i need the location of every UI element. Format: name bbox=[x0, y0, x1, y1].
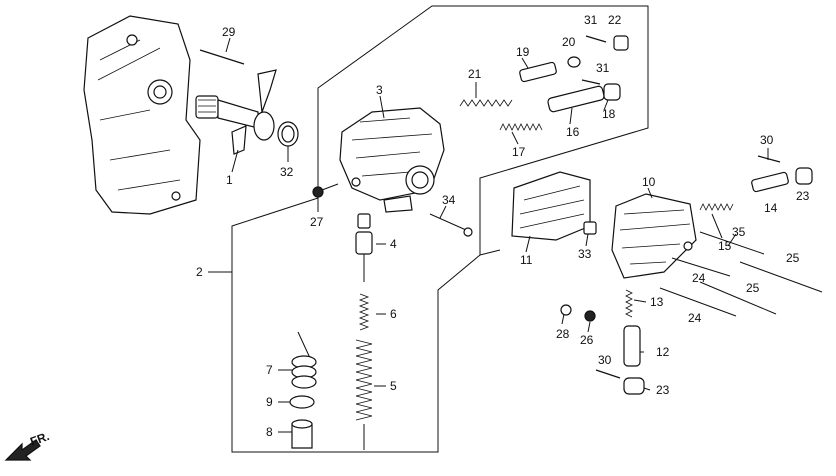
spring-15 bbox=[699, 203, 734, 211]
callout-26: 26 bbox=[580, 333, 594, 347]
callout-12: 12 bbox=[656, 345, 670, 359]
callout-13: 13 bbox=[650, 295, 664, 309]
main-valve-body bbox=[339, 107, 445, 213]
callout-8: 8 bbox=[266, 425, 273, 439]
bolt-34 bbox=[429, 213, 473, 237]
seal-9 bbox=[289, 395, 315, 409]
callout-14: 14 bbox=[764, 201, 778, 215]
valve-12 bbox=[623, 325, 641, 367]
callout-25b: 25 bbox=[746, 281, 760, 295]
cap-18 bbox=[603, 83, 621, 101]
callout-24a: 24 bbox=[692, 271, 706, 285]
front-direction-indicator: FR. bbox=[4, 429, 51, 461]
valve-body-cover bbox=[83, 15, 201, 215]
callout-22: 22 bbox=[608, 13, 622, 27]
pin-31a bbox=[585, 35, 607, 43]
callout-23b: 23 bbox=[656, 383, 670, 397]
bolt-24a bbox=[671, 257, 731, 277]
callout-10: 10 bbox=[642, 175, 656, 189]
spring-17 bbox=[499, 123, 543, 131]
pin-30-lower bbox=[595, 369, 621, 379]
assembly-outline bbox=[231, 5, 649, 453]
callout-32: 32 bbox=[280, 165, 294, 179]
callout-6: 6 bbox=[390, 307, 397, 321]
callout-19: 19 bbox=[516, 45, 530, 59]
callout-18: 18 bbox=[602, 107, 616, 121]
valve-19 bbox=[519, 61, 557, 83]
callout-28: 28 bbox=[556, 327, 570, 341]
washer-28 bbox=[560, 304, 572, 316]
assembly-outline-link bbox=[479, 249, 501, 256]
callout-23a: 23 bbox=[796, 189, 810, 203]
callout-30b: 30 bbox=[598, 353, 612, 367]
callout-21: 21 bbox=[468, 67, 482, 81]
retainer-20 bbox=[567, 56, 581, 68]
callout-numbers: 29 1 32 3 27 34 2 4 6 5 7 9 8 21 19 17 1… bbox=[196, 13, 810, 439]
callout-15: 15 bbox=[718, 239, 732, 253]
secondary-valve-body bbox=[611, 193, 697, 279]
callout-34: 34 bbox=[442, 193, 456, 207]
callout-20: 20 bbox=[562, 35, 576, 49]
spring-washer-7 bbox=[291, 331, 317, 389]
bolt-27 bbox=[312, 183, 339, 198]
bolt-26 bbox=[584, 310, 596, 322]
callout-31a: 31 bbox=[584, 13, 598, 27]
callout-33: 33 bbox=[578, 247, 592, 261]
pin-31b bbox=[581, 79, 601, 85]
callout-31b: 31 bbox=[596, 61, 610, 75]
callout-7: 7 bbox=[266, 363, 273, 377]
callout-16: 16 bbox=[566, 125, 580, 139]
callout-11: 11 bbox=[520, 253, 533, 267]
spring-5 bbox=[355, 339, 373, 421]
leader-lines bbox=[208, 37, 769, 433]
separator-plate-11 bbox=[511, 171, 591, 241]
valve-16 bbox=[547, 85, 605, 113]
callout-1: 1 bbox=[226, 173, 233, 187]
cap-23-upper bbox=[795, 167, 813, 185]
cap-23-lower bbox=[623, 377, 645, 395]
spring-13 bbox=[625, 289, 633, 318]
spring-21 bbox=[459, 99, 513, 107]
callout-24b: 24 bbox=[688, 311, 702, 325]
bolt-24b bbox=[659, 287, 737, 317]
callout-9: 9 bbox=[266, 395, 273, 409]
callout-29: 29 bbox=[222, 25, 236, 39]
callout-2: 2 bbox=[196, 265, 203, 279]
front-arrow-icon bbox=[4, 439, 41, 461]
callout-27: 27 bbox=[310, 215, 324, 229]
callout-30a: 30 bbox=[760, 133, 774, 147]
spring-6 bbox=[358, 293, 370, 331]
pin-30-upper bbox=[757, 155, 781, 163]
callout-5: 5 bbox=[390, 379, 397, 393]
front-label: FR. bbox=[28, 429, 51, 449]
callout-25a: 25 bbox=[786, 251, 800, 265]
callout-35: 35 bbox=[732, 225, 746, 239]
callout-4: 4 bbox=[390, 237, 397, 251]
bolt-25a bbox=[739, 261, 823, 293]
valve-4 bbox=[355, 213, 373, 282]
bolt-25b bbox=[699, 281, 777, 315]
shift-fork-shaft bbox=[195, 69, 277, 155]
valve-14 bbox=[751, 171, 789, 193]
callout-17: 17 bbox=[512, 145, 526, 159]
bolt-35 bbox=[699, 231, 765, 255]
o-ring-32-inner bbox=[281, 125, 295, 143]
pin-29 bbox=[199, 49, 245, 65]
callout-3: 3 bbox=[376, 83, 383, 97]
sleeve-8 bbox=[291, 419, 313, 449]
cap-22 bbox=[613, 35, 629, 51]
filter-33 bbox=[583, 221, 597, 235]
